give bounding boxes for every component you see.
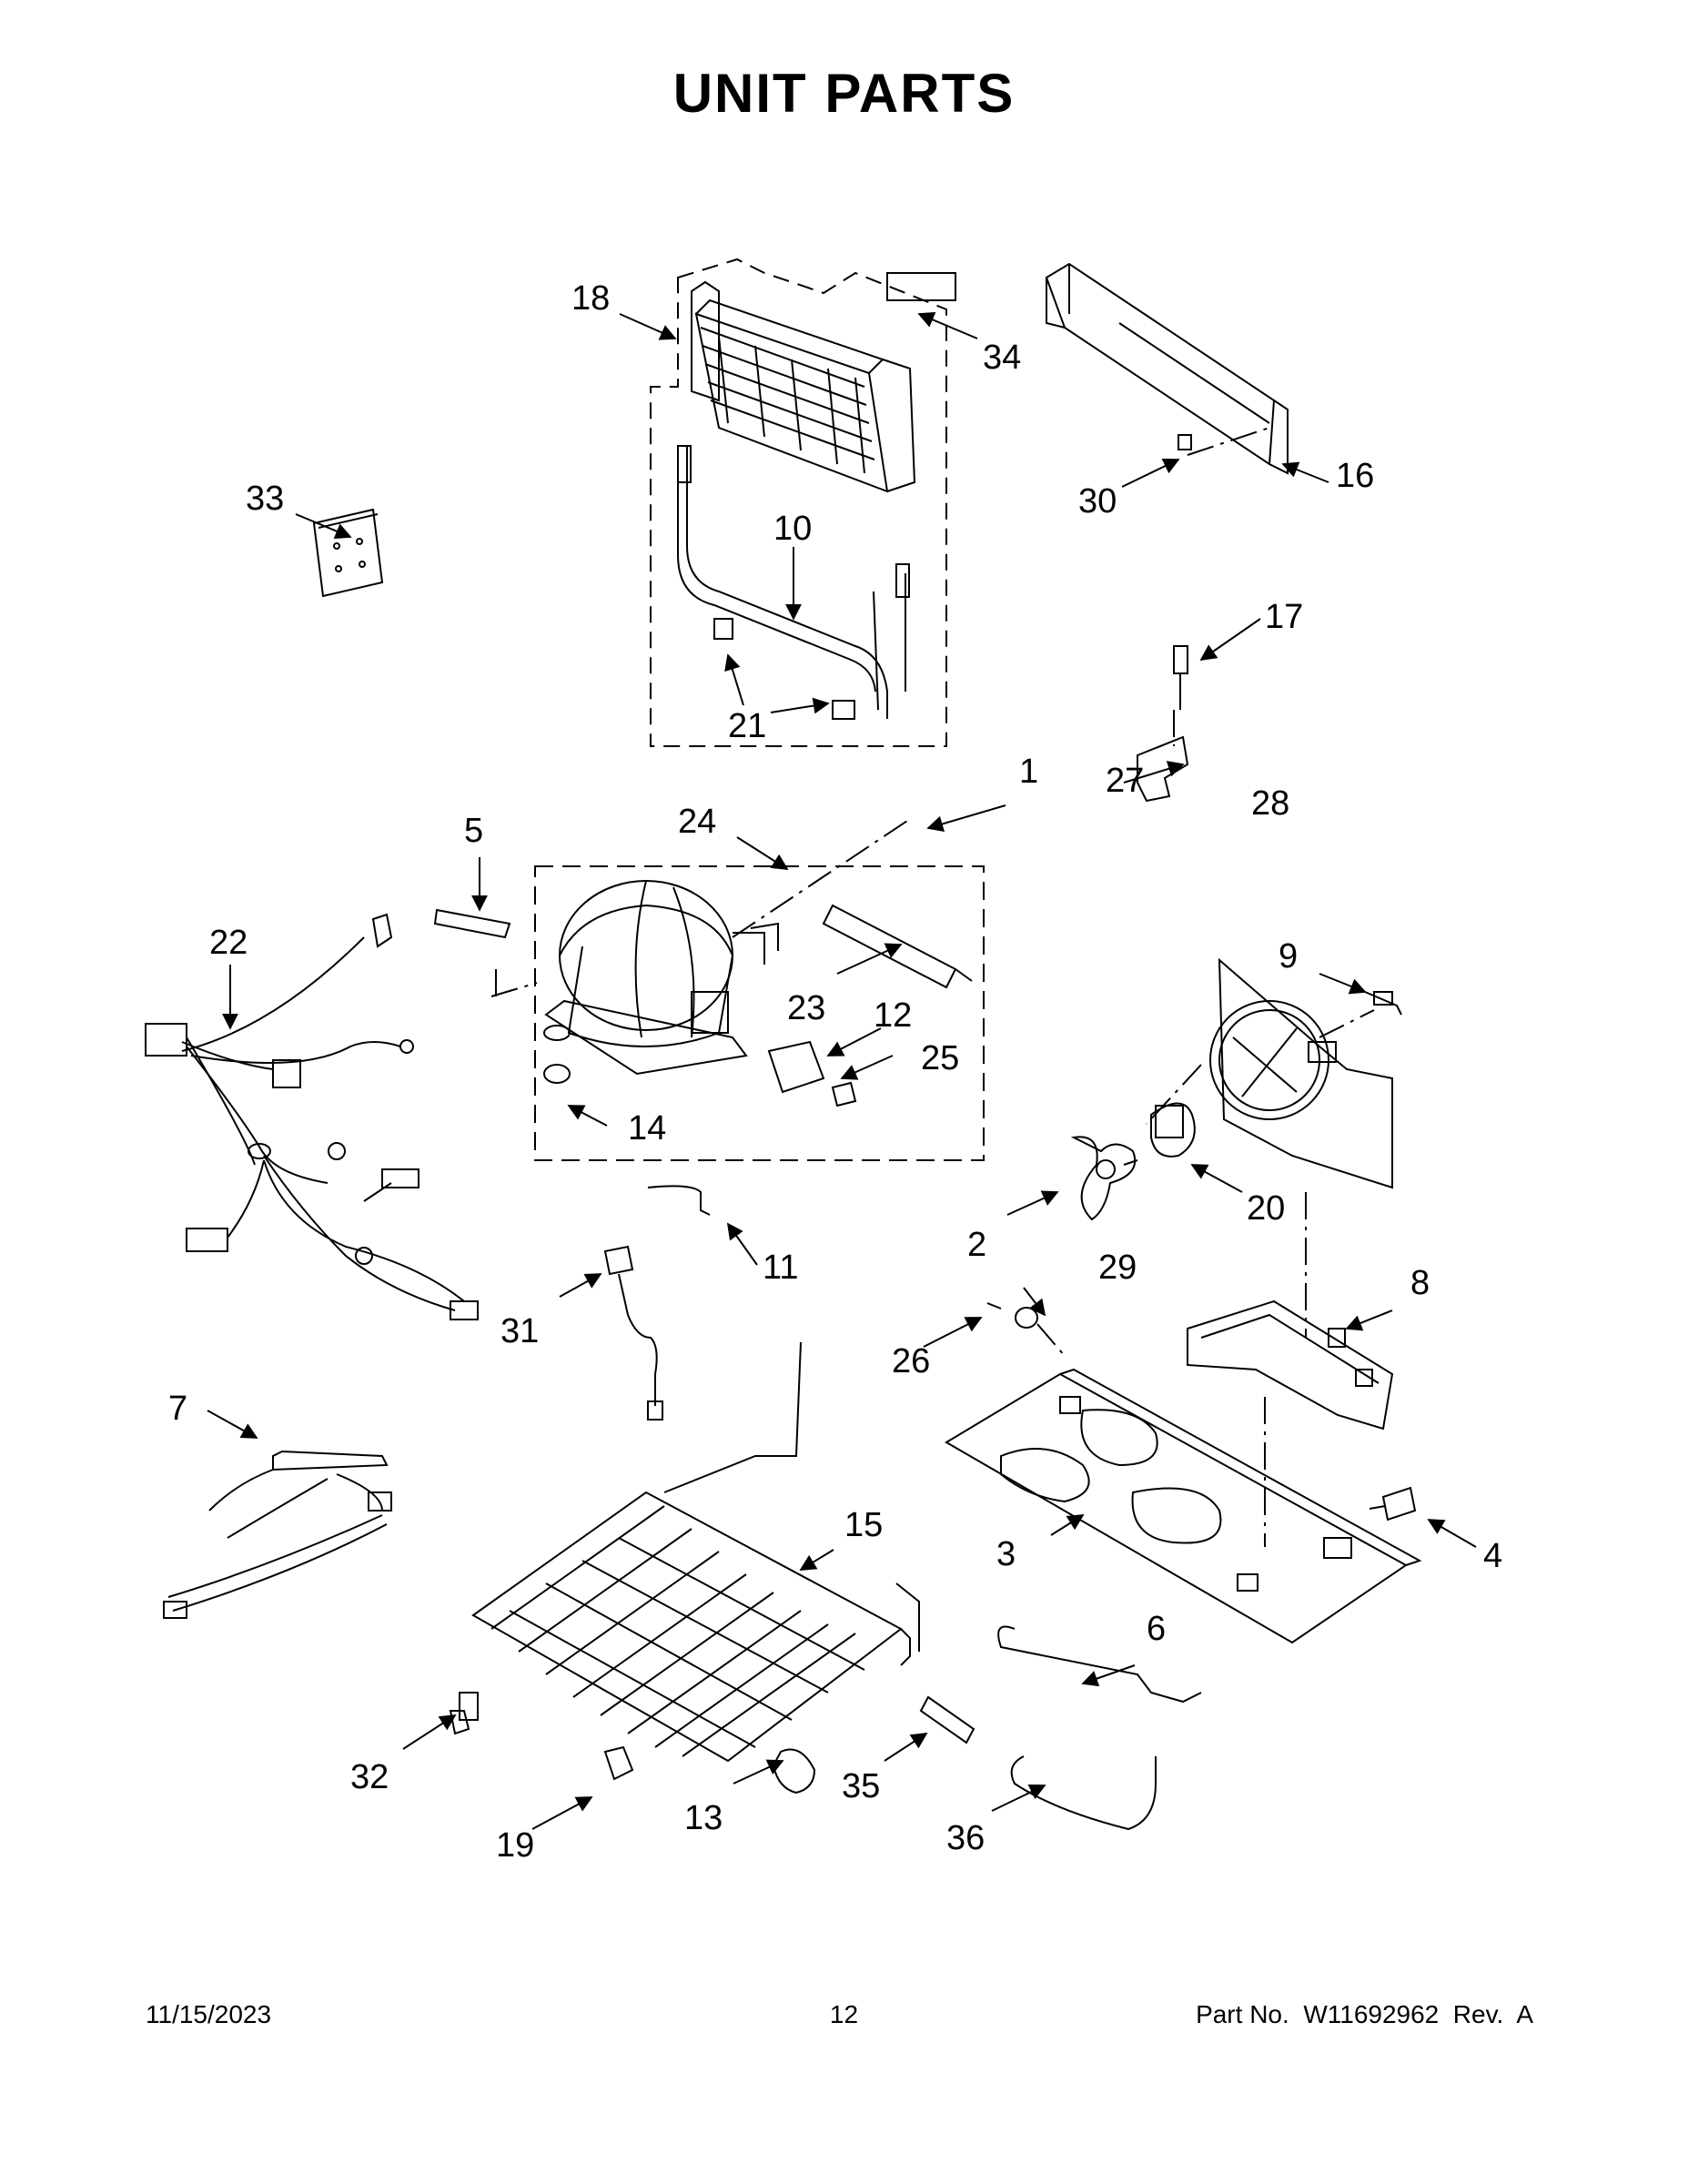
bracket-and-screw [1137,645,1189,803]
tubes-and-fittings [449,1625,1202,1831]
callout-17: 17 [1265,598,1303,636]
footer-part-number: Part No. W11692962 Rev. A [1196,2000,1533,2028]
callout-36: 36 [946,1819,985,1857]
callout-18: 18 [571,279,610,318]
callout-22: 22 [209,924,248,962]
fan-assembly [1070,957,1402,1221]
wiring-harness [145,913,479,1320]
callout-labels: 1 2 3 4 5 6 7 8 9 10 11 12 13 14 15 16 1… [168,279,1502,1865]
callout-20: 20 [1247,1189,1285,1228]
condenser-coil [459,1341,920,1763]
filter-drier [822,904,973,989]
callout-21: 21 [728,707,766,745]
callout-4: 4 [1483,1537,1502,1575]
leader-arrows [207,312,1477,1830]
callout-34: 34 [983,339,1021,377]
relay-and-cap [767,1040,857,1107]
callout-6: 6 [1147,1610,1166,1648]
callout-16: 16 [1336,457,1374,495]
bracket-11 [647,1185,711,1216]
evaporator-assembly [650,258,956,747]
callout-5: 5 [464,812,483,850]
callout-25: 25 [921,1039,959,1077]
callout-33: 33 [246,480,284,518]
callout-31: 31 [500,1312,539,1350]
callout-30: 30 [1078,482,1117,521]
callout-19: 19 [496,1826,534,1865]
footer-date: 11/15/2023 [146,2000,272,2028]
callout-15: 15 [844,1506,883,1544]
callout-10: 10 [773,510,812,548]
callout-26: 26 [892,1342,930,1380]
callout-11: 11 [763,1249,798,1287]
callout-29: 29 [1098,1249,1137,1287]
defrost-harness [163,1450,392,1619]
callout-24: 24 [678,803,716,841]
compressor-box [534,865,985,1161]
compressor [543,880,779,1084]
callout-28: 28 [1251,784,1289,823]
callout-23: 23 [787,989,825,1027]
compressor-strap [433,908,511,939]
callout-9: 9 [1279,937,1298,976]
grommet-and-pin [986,1302,1038,1329]
control-board [312,508,384,598]
page-title: UNIT PARTS [672,63,1016,124]
callout-1: 1 [1019,753,1038,791]
callout-32: 32 [350,1758,389,1796]
callout-35: 35 [842,1767,880,1805]
callout-13: 13 [684,1799,723,1837]
base-plate [945,1368,1422,1644]
callout-2: 2 [967,1226,986,1264]
fan-bracket [1187,1299,1394,1431]
drain-tube [603,1245,663,1421]
callout-14: 14 [628,1109,666,1148]
duct-cover [1045,262,1289,475]
callout-3: 3 [996,1535,1016,1573]
callout-8: 8 [1410,1264,1430,1302]
callout-12: 12 [874,996,912,1035]
footer-page-number: 12 [829,2000,859,2028]
callout-27: 27 [1106,762,1144,800]
callout-7: 7 [168,1390,187,1428]
screw-4 [1369,1486,1417,1522]
assembly-lines [490,427,1375,1547]
